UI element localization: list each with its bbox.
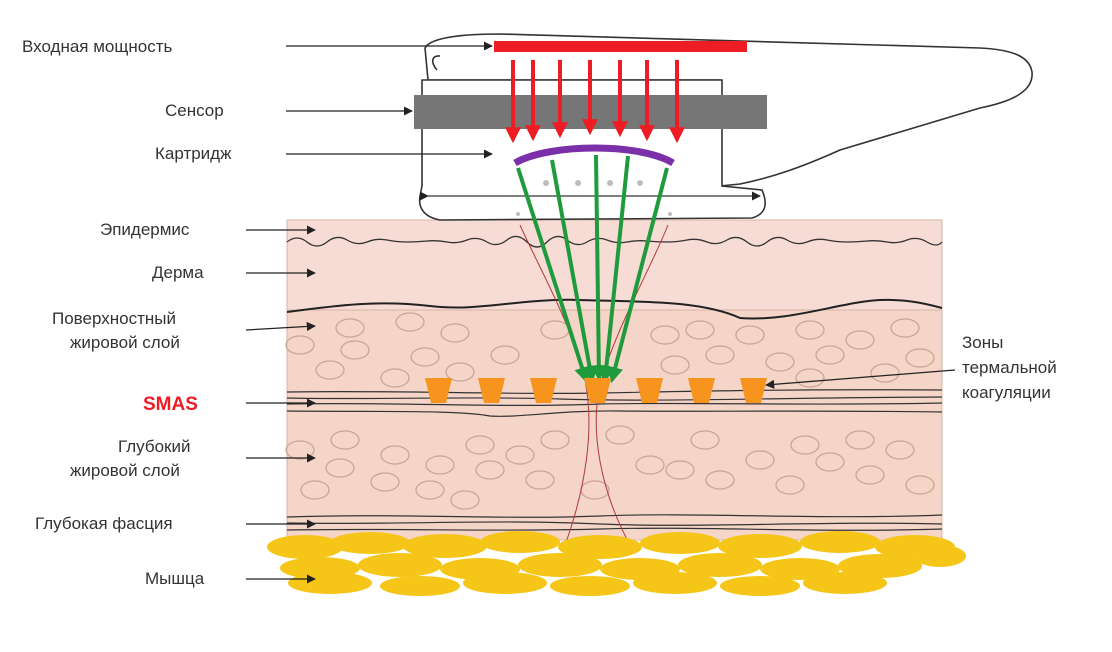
skin-block — [285, 219, 943, 546]
label-deep-fat-2: жировой слой — [70, 461, 180, 480]
fat-layers — [286, 309, 943, 541]
label-derma: Дерма — [152, 263, 204, 282]
label-cartridge: Картридж — [155, 144, 232, 163]
muscle-layer — [267, 531, 966, 596]
left-labels: Входная мощность Сенсор Картридж Эпидерм… — [22, 37, 493, 588]
label-deep-fascia: Глубокая фасция — [35, 514, 173, 533]
label-thermal-zones-1: Зоны — [962, 333, 1003, 352]
focus-beams — [516, 154, 669, 384]
label-epidermis: Эпидермис — [100, 220, 190, 239]
label-superficial-fat-1: Поверхностный — [52, 309, 176, 328]
label-deep-fat-1: Глубокий — [118, 437, 190, 456]
right-labels: Зоны термальной коагуляции — [765, 333, 1057, 402]
lens-dots — [516, 180, 672, 216]
label-thermal-zones-2: термальной — [962, 358, 1057, 377]
epidermis-line — [286, 235, 943, 248]
label-superficial-fat-2: жировой слой — [70, 333, 180, 352]
label-thermal-zones-3: коагуляции — [962, 383, 1051, 402]
derma-fat-boundary — [286, 298, 943, 320]
coagulation-zones — [425, 378, 767, 403]
hifu-device — [414, 33, 1033, 384]
cartridge-lens — [513, 144, 675, 167]
input-power-bar — [494, 41, 747, 52]
label-input-power: Входная мощность — [22, 37, 172, 56]
superficial-fat-cells — [285, 312, 935, 388]
power-arrows — [505, 60, 685, 144]
label-muscle: Мышца — [145, 569, 205, 588]
deep-fascia-layer — [286, 514, 943, 531]
deep-fat-cells — [285, 425, 935, 510]
label-smas: SMAS — [143, 394, 198, 415]
label-sensor: Сенсор — [165, 101, 224, 120]
